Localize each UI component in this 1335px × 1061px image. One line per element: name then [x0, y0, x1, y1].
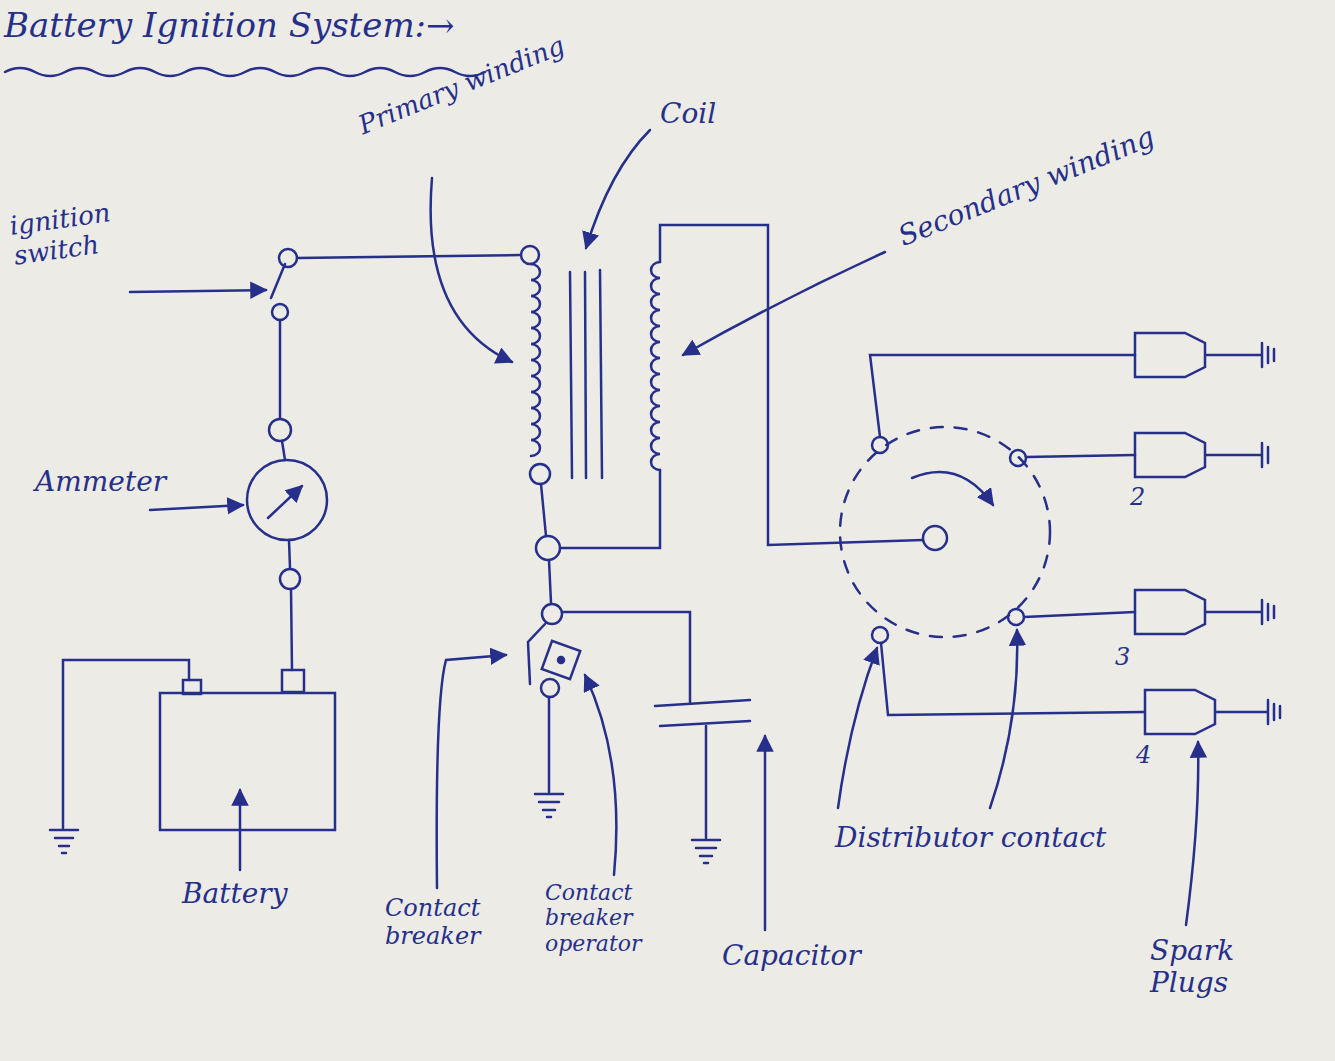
- wire: [63, 660, 189, 828]
- distributor-outline: [840, 427, 1050, 637]
- title: Battery Ignition System:→: [4, 6, 564, 45]
- callout-number: 3: [1115, 644, 1145, 672]
- ground-symbol: [535, 794, 563, 817]
- rotor: [923, 526, 947, 550]
- wire: [560, 470, 660, 548]
- leader-arrows: [130, 130, 1198, 930]
- coil-terminal: [530, 464, 550, 484]
- title-underline: [5, 68, 485, 76]
- switch-terminal: [272, 304, 288, 320]
- part-label: Secondary winding: [894, 103, 1203, 253]
- distributor-contact: [872, 627, 888, 643]
- wire: [1026, 455, 1135, 457]
- callout-number: 4: [1136, 742, 1166, 770]
- spark-plug-symbol: [1145, 690, 1280, 734]
- wire: [705, 726, 708, 838]
- wire: [660, 225, 923, 545]
- wire: [1024, 612, 1135, 617]
- wire: [562, 612, 690, 702]
- secondary-winding-symbol: [651, 262, 660, 470]
- part-label: Spark Plugs: [1150, 935, 1270, 999]
- wire: [279, 320, 282, 418]
- part-label: Capacitor: [722, 940, 892, 972]
- wire: [541, 484, 546, 536]
- distributor-contact: [872, 437, 888, 453]
- coil-terminal: [536, 536, 560, 560]
- primary-winding-symbol: [531, 264, 540, 456]
- part-label: Battery: [182, 878, 322, 910]
- part-label: Contact breaker operator: [545, 880, 670, 956]
- coil-core: [570, 270, 602, 478]
- battery-symbol: [160, 693, 335, 830]
- switch-lever: [271, 264, 285, 298]
- distributor-contact: [1008, 609, 1024, 625]
- coil-terminal: [521, 246, 539, 264]
- part-label: ignition switch: [8, 191, 165, 271]
- terminal: [280, 569, 300, 589]
- cam-pivot: [558, 657, 564, 663]
- part-label: Contact breaker: [385, 895, 515, 950]
- part-label: Distributor contact: [835, 822, 1165, 854]
- ground-symbol: [50, 830, 78, 853]
- spark-plug-symbol: [1135, 433, 1268, 477]
- terminal: [541, 679, 559, 697]
- ammeter-symbol: [247, 460, 327, 540]
- terminal: [269, 419, 291, 441]
- battery-terminal: [282, 670, 304, 692]
- callout-number: 2: [1130, 484, 1160, 512]
- terminal: [542, 604, 562, 624]
- wire: [291, 589, 292, 670]
- capacitor-symbol: [655, 700, 750, 726]
- spark-plug-symbol: [1135, 590, 1274, 634]
- ammeter-needle: [268, 486, 302, 518]
- wire: [282, 441, 285, 460]
- wire: [870, 355, 1135, 437]
- contact-breaker-cam: [542, 641, 580, 679]
- switch-terminal: [279, 249, 297, 267]
- part-label: Coil: [660, 98, 740, 130]
- wire: [548, 697, 551, 792]
- wire: [297, 255, 521, 258]
- wire: [549, 560, 551, 603]
- part-label: Ammeter: [35, 466, 145, 498]
- distributor-contact: [1010, 450, 1026, 466]
- ground-symbol: [692, 840, 720, 863]
- contact-breaker-arm: [528, 624, 545, 684]
- wire: [289, 540, 290, 568]
- spark-plug-symbol: [1135, 333, 1274, 377]
- rotor-arrow: [912, 472, 993, 505]
